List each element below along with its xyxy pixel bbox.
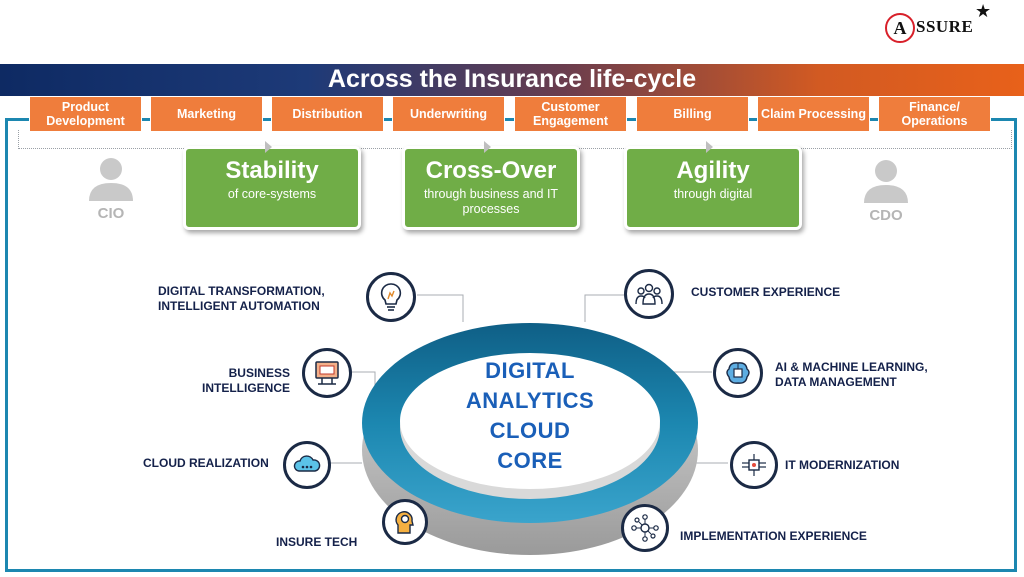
card-cross-over: Cross-Over through business and IT proce…: [402, 141, 580, 230]
capability-label: AI & MACHINE LEARNING, DATA MANAGEMENT: [775, 360, 928, 389]
logo-text: SSURE: [916, 17, 974, 36]
label-customer-experience: CUSTOMER EXPERIENCE: [691, 285, 841, 299]
persona-cdo-label: CDO: [869, 207, 903, 224]
core-ring: [362, 323, 698, 555]
banner-title: Across the Insurance life-cycle: [327, 65, 697, 93]
stage-product-development: Product Development: [29, 96, 142, 132]
card-subtitle: through digital: [673, 187, 753, 201]
core-title: DIGITAL ANALYTICS CLOUD CORE: [430, 356, 630, 476]
label-implementation-experience: IMPLEMENTATION EXPERIENCE: [680, 529, 867, 543]
computer-chip-icon: [302, 348, 352, 398]
user-icon: [89, 158, 133, 201]
persona-cdo: CDO: [858, 157, 914, 224]
circuit-icon: [730, 441, 778, 489]
card-title: Stability: [225, 157, 319, 184]
card-subtitle: of core-systems: [227, 187, 317, 201]
lightbulb-icon: [366, 272, 416, 322]
arrow-icon: [706, 141, 713, 153]
card-subtitle: through business and IT processes: [423, 187, 559, 216]
star-icon: ★: [975, 1, 992, 21]
label-ai-ml: AI & MACHINE LEARNING, DATA MANAGEMENT: [775, 360, 945, 390]
lifecycle-banner: Across the Insurance life-cycle: [0, 64, 1024, 96]
arrow-icon: [484, 141, 491, 153]
user-icon: [864, 160, 908, 203]
head-gear-icon: [382, 499, 428, 545]
card-stability: Stability of core-systems: [183, 141, 361, 230]
persona-cio: CIO: [83, 155, 139, 222]
logo-letter: A: [885, 13, 915, 43]
network-icon: [621, 504, 669, 552]
card-title: Agility: [676, 157, 750, 184]
stage-customer-engagement: Customer Engagement: [514, 96, 627, 132]
capability-label: DIGITAL TRANSFORMATION, INTELLIGENT AUTO…: [158, 284, 325, 313]
card-title: Cross-Over: [425, 157, 557, 184]
arrow-icon: [265, 141, 272, 153]
core-line-3: CLOUD: [489, 418, 571, 443]
capability-label: BUSINESS INTELLIGENCE: [201, 366, 290, 395]
core-line-4: CORE: [497, 448, 563, 473]
content-frame: [5, 118, 1017, 572]
label-business-intelligence: BUSINESS INTELLIGENCE: [190, 366, 290, 396]
stage-distribution: Distribution: [271, 96, 384, 132]
core-line-2: ANALYTICS: [465, 388, 595, 413]
core-line-1: DIGITAL: [485, 358, 575, 383]
brain-icon: [713, 348, 763, 398]
stage-underwriting: Underwriting: [392, 96, 505, 132]
team-icon: [624, 269, 674, 319]
cloud-icon: [283, 441, 331, 489]
label-cloud-realization: CLOUD REALIZATION: [143, 456, 269, 470]
frame-top-border: [5, 118, 1017, 121]
stage-marketing: Marketing: [150, 96, 263, 132]
label-insure-tech: INSURE TECH: [276, 535, 358, 549]
label-digital-transformation: DIGITAL TRANSFORMATION, INTELLIGENT AUTO…: [158, 284, 348, 314]
card-agility: Agility through digital: [624, 141, 802, 230]
stage-claim-processing: Claim Processing: [757, 96, 870, 132]
label-it-modernization: IT MODERNIZATION: [785, 458, 900, 472]
persona-cio-label: CIO: [97, 205, 125, 222]
stage-billing: Billing: [636, 96, 749, 132]
stage-finance-operations: Finance/ Operations: [878, 96, 991, 132]
assure-logo: A SSURE ★: [885, 1, 1015, 48]
